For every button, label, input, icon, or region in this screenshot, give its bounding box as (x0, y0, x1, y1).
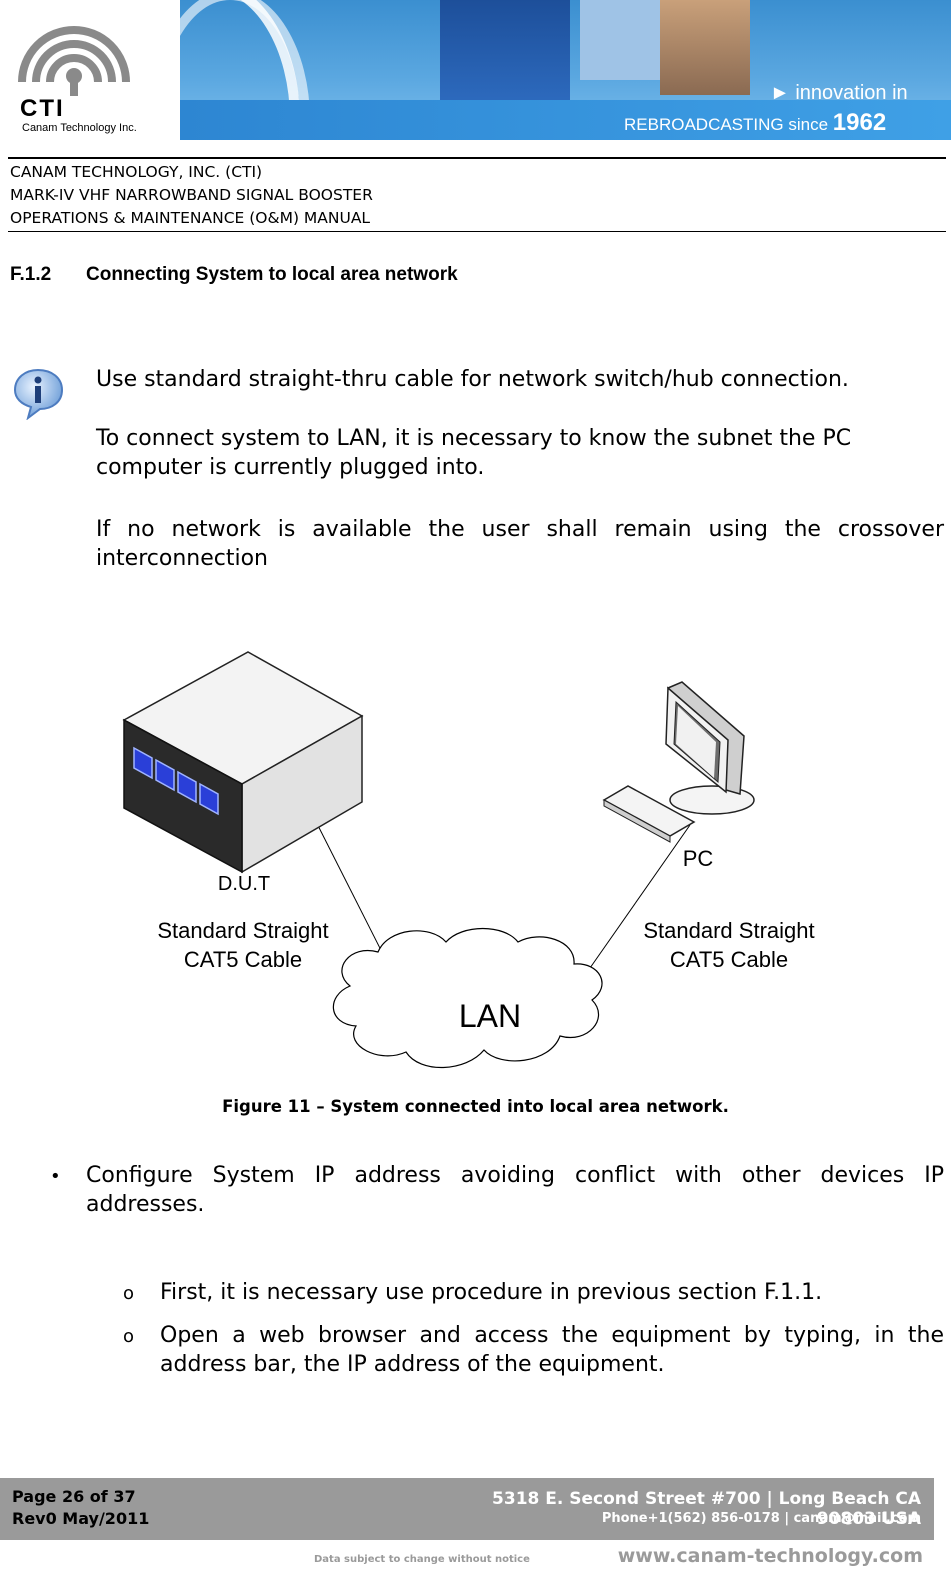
page-number: Page 26 of 37 (12, 1487, 136, 1506)
dut-label: D.U.T (218, 873, 270, 895)
lan-cloud-icon (332, 927, 603, 1069)
footer-bar (0, 1478, 934, 1540)
banner-tagline-1: ► innovation in (770, 82, 908, 104)
header-rule-bottom (8, 231, 946, 232)
section-number: F.1.2 (10, 264, 52, 285)
info-icon (13, 368, 64, 420)
cable-left-label-2: CAT5 Cable (184, 947, 302, 972)
footer-address: 5318 E. Second Street #700 | Long Beach … (492, 1489, 921, 1529)
network-diagram: D.U.T PC Standard Straight CAT5 Cable St… (122, 651, 815, 1069)
section-heading: F.1.2 Connecting System to local area net… (10, 264, 458, 286)
note-paragraph-3: If no network is available the user shal… (96, 517, 944, 571)
dut-device-icon (122, 651, 364, 874)
figure-caption: Figure 11 – System connected into local … (222, 1097, 729, 1116)
cable-right-label-1: Standard Straight (643, 918, 814, 943)
header-manual: OPERATIONS & MAINTENANCE (O&M) MANUAL (10, 209, 371, 227)
sub-bullet-marker-1: o (123, 1283, 135, 1304)
sub-bullet-open-browser: Open a web browser and access the equipm… (160, 1323, 944, 1377)
logo-subtext: Canam Technology Inc. (22, 122, 137, 134)
bullet-dot: • (50, 1166, 61, 1187)
banner-tagline-2: REBROADCASTING since 1962 (624, 109, 886, 137)
bullet-configure-ip: Configure System IP address avoiding con… (86, 1163, 944, 1217)
tagline-prefix: REBROADCASTING since (624, 115, 829, 134)
header-product: MARK-IV VHF NARROWBAND SIGNAL BOOSTER (10, 186, 373, 204)
pc-label: PC (683, 846, 714, 871)
cable-left-label-1: Standard Straight (157, 918, 328, 943)
cable-right-label-2: CAT5 Cable (670, 947, 788, 972)
note-paragraph-1: Use standard straight-thru cable for net… (96, 367, 849, 392)
footer-contact: Phone+1(562) 856-0178 | canam@mail.com (601, 1511, 921, 1526)
banner-strip (180, 100, 951, 140)
cable-right-line (589, 824, 691, 969)
company-logo (0, 0, 180, 150)
tagline-year: 1962 (832, 109, 887, 136)
footer-website: www.canam-technology.com (617, 1545, 923, 1567)
revision: Rev0 May/2011 (12, 1509, 150, 1528)
header-banner: CTI Canam Technology Inc. ► innovation i… (0, 0, 951, 150)
header-company: CANAM TECHNOLOGY, INC. (CTI) (10, 163, 263, 181)
logo-text: CTI (20, 95, 65, 122)
sub-bullet-previous-section: First, it is necessary use procedure in … (160, 1280, 823, 1305)
header-rule-top (8, 157, 946, 159)
lan-label: LAN (459, 998, 521, 1034)
keyboard-icon (602, 785, 696, 843)
note-paragraph-2: To connect system to LAN, it is necessar… (96, 426, 852, 480)
cti-logo-icon (18, 26, 130, 96)
footer-notice: Data subject to change without notice (314, 1554, 530, 1565)
sub-bullet-marker-2: o (123, 1326, 135, 1347)
section-title: Connecting System to local area network (86, 264, 458, 285)
pc-monitor-icon (665, 681, 755, 815)
